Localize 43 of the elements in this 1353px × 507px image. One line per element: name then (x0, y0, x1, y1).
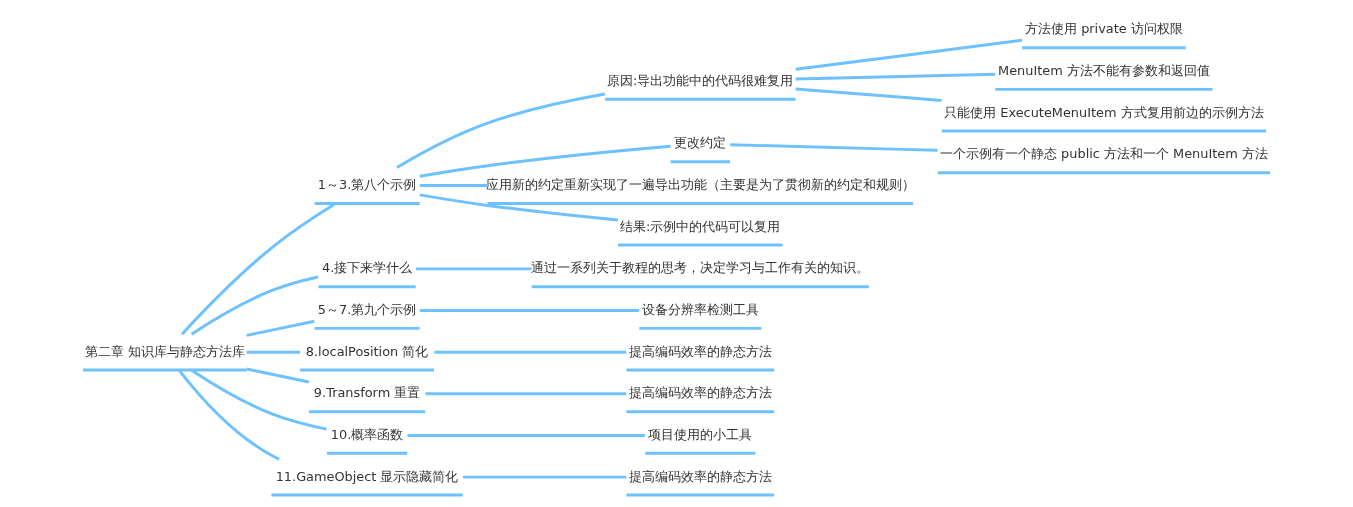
connector (415, 267, 532, 271)
node-text: 设备分辨率检测工具 (641, 301, 759, 317)
node-text: 8.localPosition 简化 (305, 343, 429, 359)
connector (463, 475, 627, 479)
connector (246, 319, 315, 337)
connector (246, 350, 300, 354)
node-text: 提高编码效率的静态方法 (628, 468, 772, 484)
connector (730, 143, 938, 152)
node-text: 第二章 知识库与静态方法库 (84, 343, 245, 359)
connector (419, 144, 671, 178)
node-text: 只能使用 ExecuteMenuItem 方式复用前边的示例方法 (944, 104, 1264, 120)
connector (419, 184, 488, 188)
connector (177, 369, 280, 461)
node-text: 4.接下来学什么 (321, 260, 413, 276)
node-text: 5～7.第九个示例 (317, 301, 417, 317)
connector (190, 275, 319, 336)
node-text: 9.Transform 重置 (313, 385, 421, 401)
node-text: 结果:示例中的代码可以复用 (620, 218, 781, 234)
connector (407, 434, 645, 437)
connector (434, 350, 627, 354)
connector (795, 38, 1023, 71)
node-text: 方法使用 private 访问权限 (1025, 21, 1183, 37)
node-text: 1～3.第八个示例 (317, 176, 417, 192)
connector (190, 368, 327, 431)
connector (419, 309, 640, 312)
connector (419, 193, 619, 222)
connector (180, 202, 337, 336)
node-text: 原因:导出功能中的代码很难复用 (607, 72, 794, 88)
node-text: 更改约定 (674, 135, 727, 151)
connector (795, 87, 942, 102)
node-text: 通过一系列关于教程的思考，决定学习与工作有关的知识。 (531, 260, 870, 276)
node-text: 10.概率函数 (330, 426, 404, 442)
node-text: 应用新的约定重新实现了一遍导出功能（主要是为了贯彻新的约定和规则） (485, 176, 915, 192)
connector (795, 72, 996, 81)
node-text: MenuItem 方法不能有参数和返回值 (998, 62, 1210, 78)
node-text: 项目使用的小工具 (648, 426, 753, 442)
connector (396, 92, 606, 169)
connector (425, 392, 627, 396)
node-text: 一个示例有一个静态 public 方法和一个 MenuItem 方法 (940, 146, 1268, 162)
node-text: 提高编码效率的静态方法 (628, 385, 772, 401)
node-text: 11.GameObject 显示隐藏简化 (275, 468, 459, 484)
node-text: 提高编码效率的静态方法 (628, 343, 772, 359)
connector (246, 367, 310, 384)
